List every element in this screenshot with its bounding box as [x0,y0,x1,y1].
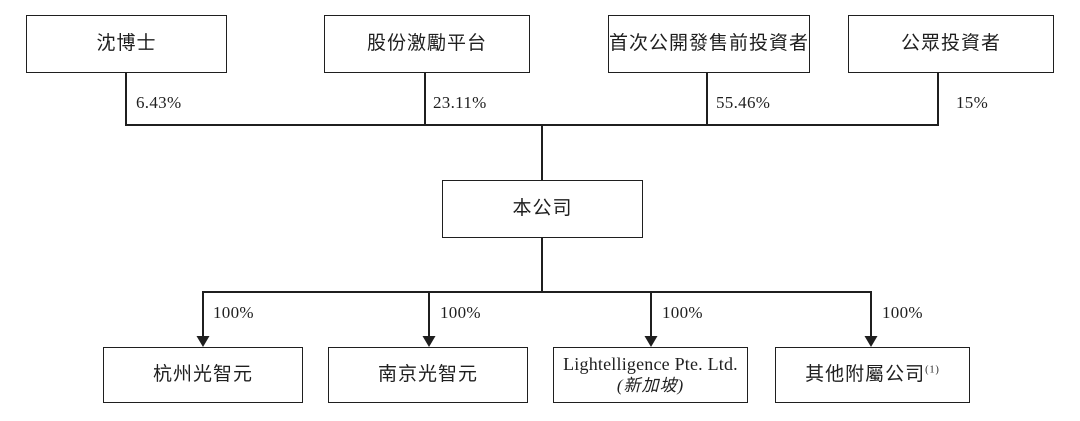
company-box: 本公司 [442,180,643,238]
company-name: 本公司 [512,198,573,220]
arrow-down-icon [864,336,878,347]
ownership-percentage-label: 6.43% [136,93,182,112]
arrow-down-icon [644,336,658,347]
subsidiary-box-other-subsidiaries: 其他附屬公司(1) [775,347,970,403]
arrowhead-group [196,336,878,347]
subsidiary-location: (新加坡) [616,376,685,396]
shareholder-box-public-investors: 公眾投資者 [848,15,1054,73]
ownership-percentage-label: 23.11% [433,93,487,112]
subsidiary-name-text: 其他附屬公司 [805,364,926,386]
shareholder-box-share-incentive-platform: 股份激勵平台 [324,15,530,73]
ownership-percentage-label: 100% [213,303,254,322]
shareholder-name: 首次公開發售前投資者 [609,33,810,55]
subsidiary-name: Lightelligence Pte. Ltd. [563,353,738,374]
ownership-percentage-label: 100% [662,303,703,322]
arrow-down-icon [422,336,436,347]
subsidiary-box-nanjing: 南京光智元 [328,347,528,403]
ownership-percentage-label: 15% [956,93,989,112]
ownership-percentage-label: 100% [440,303,481,322]
subsidiary-name: 南京光智元 [377,364,478,386]
subsidiary-box-hangzhou: 杭州光智元 [103,347,303,403]
shareholder-box-pre-ipo-investors: 首次公開發售前投資者 [608,15,810,73]
footnote-marker: (1) [925,364,940,376]
shareholder-name: 公眾投資者 [900,33,1001,55]
ownership-percentage-label: 100% [882,303,923,322]
shareholder-name: 沈博士 [96,33,157,55]
shareholder-name: 股份激勵平台 [366,33,487,55]
subsidiary-name: 杭州光智元 [152,364,253,386]
arrow-down-icon [196,336,210,347]
ownership-percentage-label: 55.46% [716,93,771,112]
shareholder-box-dr-shen: 沈博士 [26,15,227,73]
subsidiary-name: 其他附屬公司(1) [805,363,940,387]
subsidiary-box-lightelligence-singapore: Lightelligence Pte. Ltd. (新加坡) [553,347,748,403]
